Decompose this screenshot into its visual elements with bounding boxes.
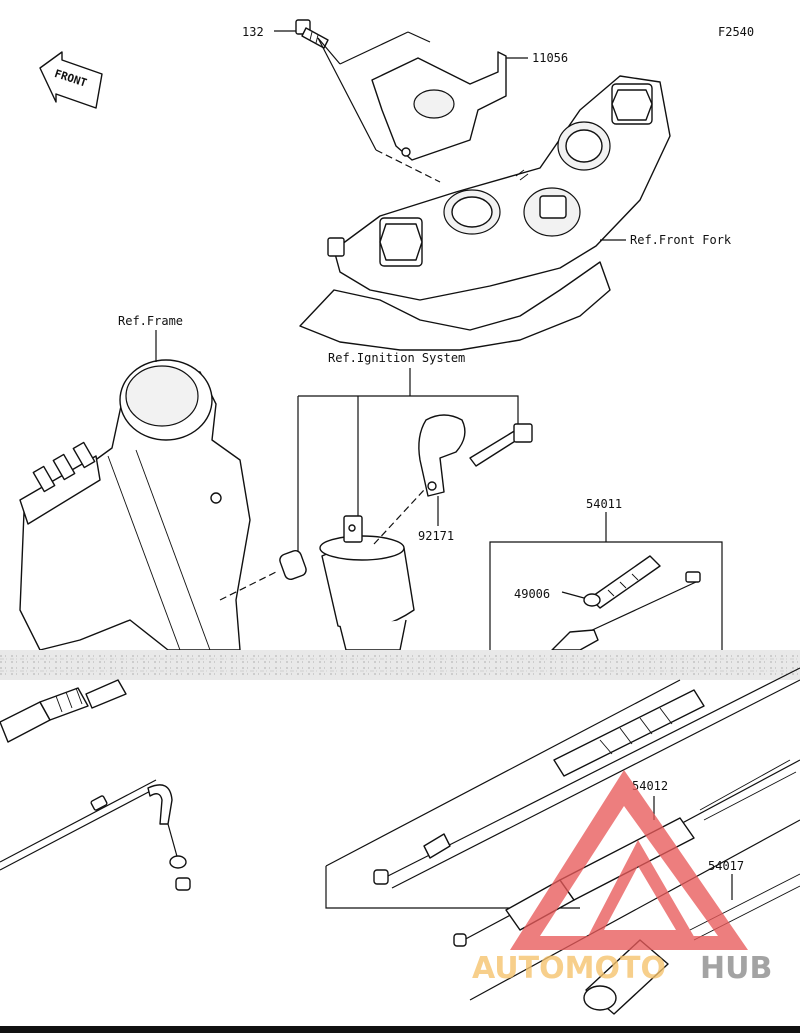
label-54011: 54011 — [586, 497, 622, 511]
label-ref-front-fork: Ref.Front Fork — [630, 233, 732, 247]
label-ref-frame: Ref.Frame — [118, 314, 183, 328]
bracket-11056 — [371, 51, 507, 161]
cable-left-end — [0, 679, 191, 891]
bottom-border — [0, 1026, 800, 1033]
scan-noise-band — [0, 650, 800, 680]
ignition-coil — [319, 515, 415, 651]
front-direction-badge: FRONT — [39, 51, 103, 109]
label-ref-ignition-system: Ref.Ignition System — [328, 351, 465, 365]
watermark-logo-icon — [510, 770, 748, 950]
label-92171: 92171 — [418, 529, 454, 543]
label-49006: 49006 — [514, 587, 550, 601]
watermark-text-secondary: HUB — [700, 951, 772, 986]
bolt-ignition — [469, 423, 533, 467]
label-11056: 11056 — [532, 51, 568, 65]
figure-code: F2540 — [718, 25, 754, 39]
steering-stem — [299, 75, 671, 351]
watermark: AUTOMOTO HUB — [472, 770, 772, 986]
watermark-text-primary: AUTOMOTO — [472, 951, 666, 986]
frame-head-pipe — [19, 359, 251, 651]
collar — [279, 550, 307, 580]
watermark-logo-inner-icon — [586, 840, 696, 940]
clamp-92171 — [418, 414, 466, 497]
label-54017: 54017 — [708, 859, 744, 873]
cable-54011-group — [489, 541, 723, 651]
label-132: 132 — [242, 25, 264, 39]
label-54012: 54012 — [632, 779, 668, 793]
